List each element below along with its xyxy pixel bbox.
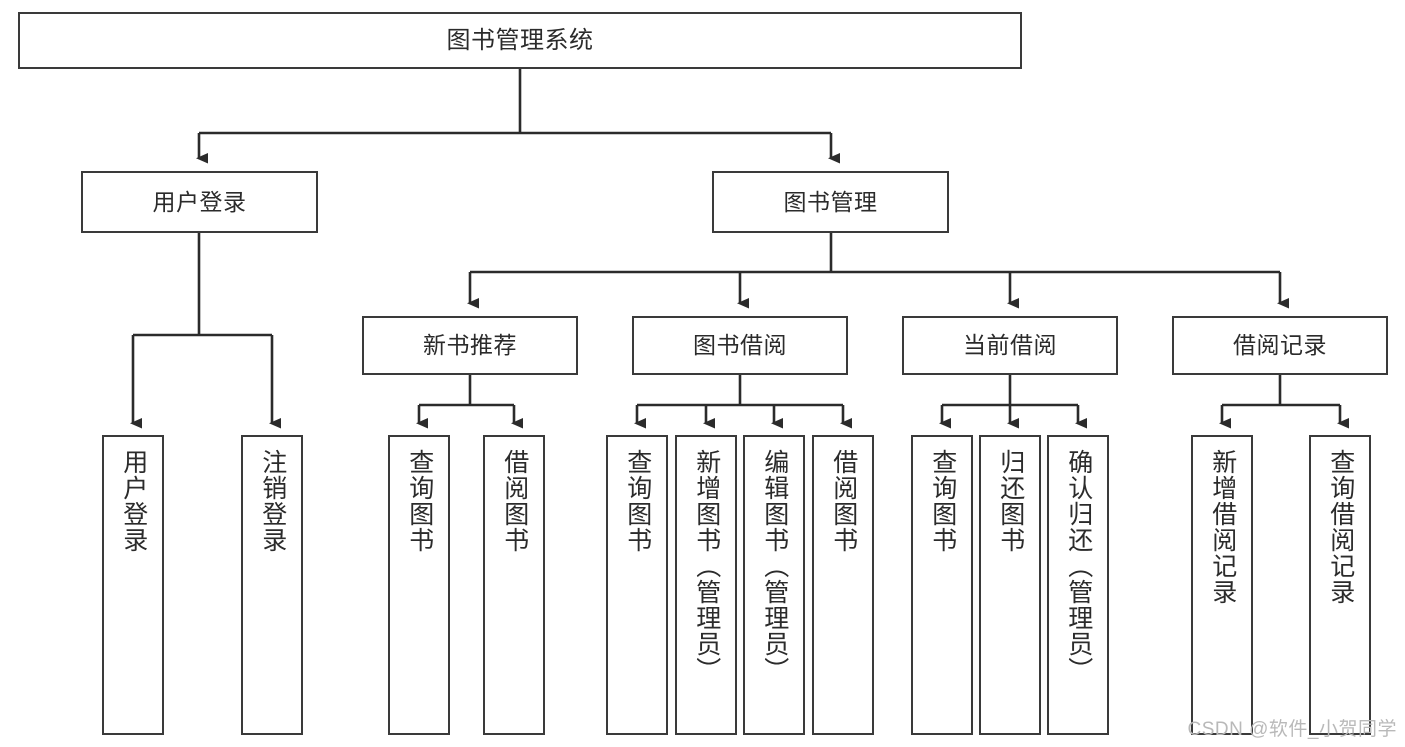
leaf-book-borrow-edit[interactable]: 编辑图书（管理员） (743, 435, 805, 735)
node-user-login[interactable]: 用户登录 (81, 171, 318, 233)
node-label: 查询图书 (405, 449, 434, 553)
node-label: 归还图书 (996, 449, 1025, 553)
leaf-new-book-query[interactable]: 查询图书 (388, 435, 450, 735)
node-label: 新增图书（管理员） (692, 449, 721, 683)
node-label: 查询图书 (928, 449, 957, 553)
node-book-management[interactable]: 图书管理 (712, 171, 949, 233)
node-new-book-recommend[interactable]: 新书推荐 (362, 316, 578, 375)
leaf-current-borrow-query[interactable]: 查询图书 (911, 435, 973, 735)
leaf-book-borrow-borrow[interactable]: 借阅图书 (812, 435, 874, 735)
leaf-user-login-login[interactable]: 用户登录 (102, 435, 164, 735)
watermark-text: CSDN @软件_小贺同学 (1187, 719, 1397, 740)
leaf-current-borrow-confirm-return[interactable]: 确认归还（管理员） (1047, 435, 1109, 735)
node-label: 新增借阅记录 (1208, 449, 1237, 605)
node-label: 编辑图书（管理员） (760, 449, 789, 683)
node-root-system[interactable]: 图书管理系统 (18, 12, 1022, 69)
node-label: 当前借阅 (963, 332, 1057, 359)
node-label: 图书管理 (783, 188, 878, 215)
node-label: 注销登录 (258, 449, 287, 553)
node-label: 新书推荐 (423, 332, 517, 359)
node-current-borrow[interactable]: 当前借阅 (902, 316, 1118, 375)
node-book-borrow[interactable]: 图书借阅 (632, 316, 848, 375)
leaf-book-borrow-query[interactable]: 查询图书 (606, 435, 668, 735)
node-label: 用户登录 (119, 449, 148, 553)
leaf-user-login-logout[interactable]: 注销登录 (241, 435, 303, 735)
node-label: 借阅记录 (1233, 332, 1327, 359)
leaf-borrow-record-add[interactable]: 新增借阅记录 (1191, 435, 1253, 735)
node-label: 查询借阅记录 (1326, 449, 1355, 605)
node-label: 用户登录 (152, 188, 247, 215)
node-label: 借阅图书 (500, 449, 529, 553)
node-label: 确认归还（管理员） (1064, 449, 1093, 683)
node-label: 查询图书 (623, 449, 652, 553)
leaf-new-book-borrow[interactable]: 借阅图书 (483, 435, 545, 735)
node-label: 借阅图书 (829, 449, 858, 553)
leaf-book-borrow-add[interactable]: 新增图书（管理员） (675, 435, 737, 735)
node-label: 图书借阅 (693, 332, 787, 359)
leaf-current-borrow-return[interactable]: 归还图书 (979, 435, 1041, 735)
node-label: 图书管理系统 (446, 26, 594, 54)
node-borrow-record[interactable]: 借阅记录 (1172, 316, 1388, 375)
leaf-borrow-record-query[interactable]: 查询借阅记录 (1309, 435, 1371, 735)
